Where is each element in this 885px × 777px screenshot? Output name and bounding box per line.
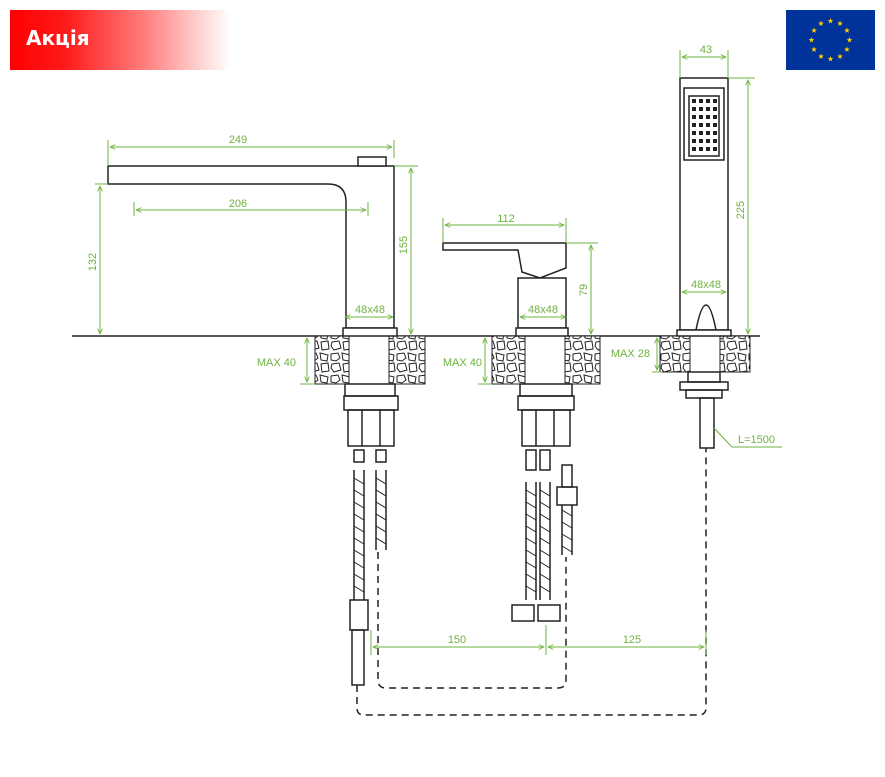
eu-star: [837, 20, 843, 26]
shower-nozzle: [692, 131, 696, 135]
shower-nozzle: [713, 139, 717, 143]
shower-nozzle: [692, 107, 696, 111]
shower-nozzle: [706, 123, 710, 127]
shower-nozzle: [713, 147, 717, 151]
shower-nozzle: [699, 107, 703, 111]
spout-hoses-braid: [353, 477, 387, 593]
dim-spout-reach: 206: [229, 198, 247, 210]
dim-mixer-max-deck: MAX 40: [443, 357, 482, 369]
eu-star: [811, 27, 817, 33]
dim-spout-height: 132: [87, 253, 99, 271]
eu-star: [844, 27, 850, 33]
eu-star: [837, 53, 843, 59]
eu-star: [846, 37, 853, 43]
shower-nozzle: [706, 107, 710, 111]
deck-section-mixer: [491, 335, 601, 385]
dim-hose-length: L=1500: [738, 434, 775, 446]
shower-nozzle: [692, 147, 696, 151]
shower-nozzle: [713, 131, 717, 135]
shower-nozzle: [692, 123, 696, 127]
hose-connections: [356, 448, 707, 716]
spout: [107, 156, 399, 686]
shower-nozzle: [699, 139, 703, 143]
eu-star: [827, 18, 834, 24]
dim-mixer-base: 48x48: [528, 304, 558, 316]
promo-label: Акція: [26, 26, 90, 50]
shower-nozzle: [713, 107, 717, 111]
eu-star: [818, 53, 824, 59]
dim-mixer-lever: 112: [497, 213, 515, 225]
shower-nozzle: [699, 147, 703, 151]
shower-nozzle: [699, 123, 703, 127]
eu-star: [811, 46, 817, 52]
dim-spacing-left: 150: [448, 634, 466, 646]
eu-star: [827, 56, 834, 62]
dim-spout-total-height: 155: [398, 236, 410, 254]
eu-flag-icon: [786, 10, 875, 70]
shower-nozzle: [706, 147, 710, 151]
mixer: [442, 242, 578, 622]
shower-nozzle: [699, 115, 703, 119]
promo-badge: Акція: [10, 10, 230, 70]
shower-head-grid: [692, 99, 717, 151]
shower-nozzle: [692, 115, 696, 119]
eu-star: [808, 37, 815, 43]
dim-shower-height: 225: [735, 201, 747, 219]
dim-spout-length: 249: [229, 134, 247, 146]
shower-nozzle: [692, 139, 696, 143]
shower-nozzle: [713, 115, 717, 119]
dim-spacing-right: 125: [623, 634, 641, 646]
eu-star: [844, 46, 850, 52]
dim-shower-base: 48x48: [691, 279, 721, 291]
dim-shower-width: 43: [700, 44, 712, 56]
hand-shower: [676, 77, 732, 449]
dim-mixer-height: 79: [578, 284, 590, 296]
mixer-hoses-braid: [525, 489, 573, 593]
shower-nozzle: [706, 139, 710, 143]
eu-star: [818, 20, 824, 26]
deck-section-shower: [659, 335, 751, 373]
dim-spout-max-deck: MAX 40: [257, 357, 296, 369]
shower-nozzle: [713, 99, 717, 103]
shower-nozzle: [692, 99, 696, 103]
shower-nozzle: [706, 131, 710, 135]
shower-nozzle: [706, 115, 710, 119]
dim-spout-base: 48x48: [355, 304, 385, 316]
shower-nozzle: [706, 99, 710, 103]
shower-nozzle: [699, 131, 703, 135]
shower-nozzle: [713, 123, 717, 127]
deck-section-spout: [314, 335, 426, 385]
shower-nozzle: [699, 99, 703, 103]
dim-shower-max-deck: MAX 28: [611, 348, 650, 360]
